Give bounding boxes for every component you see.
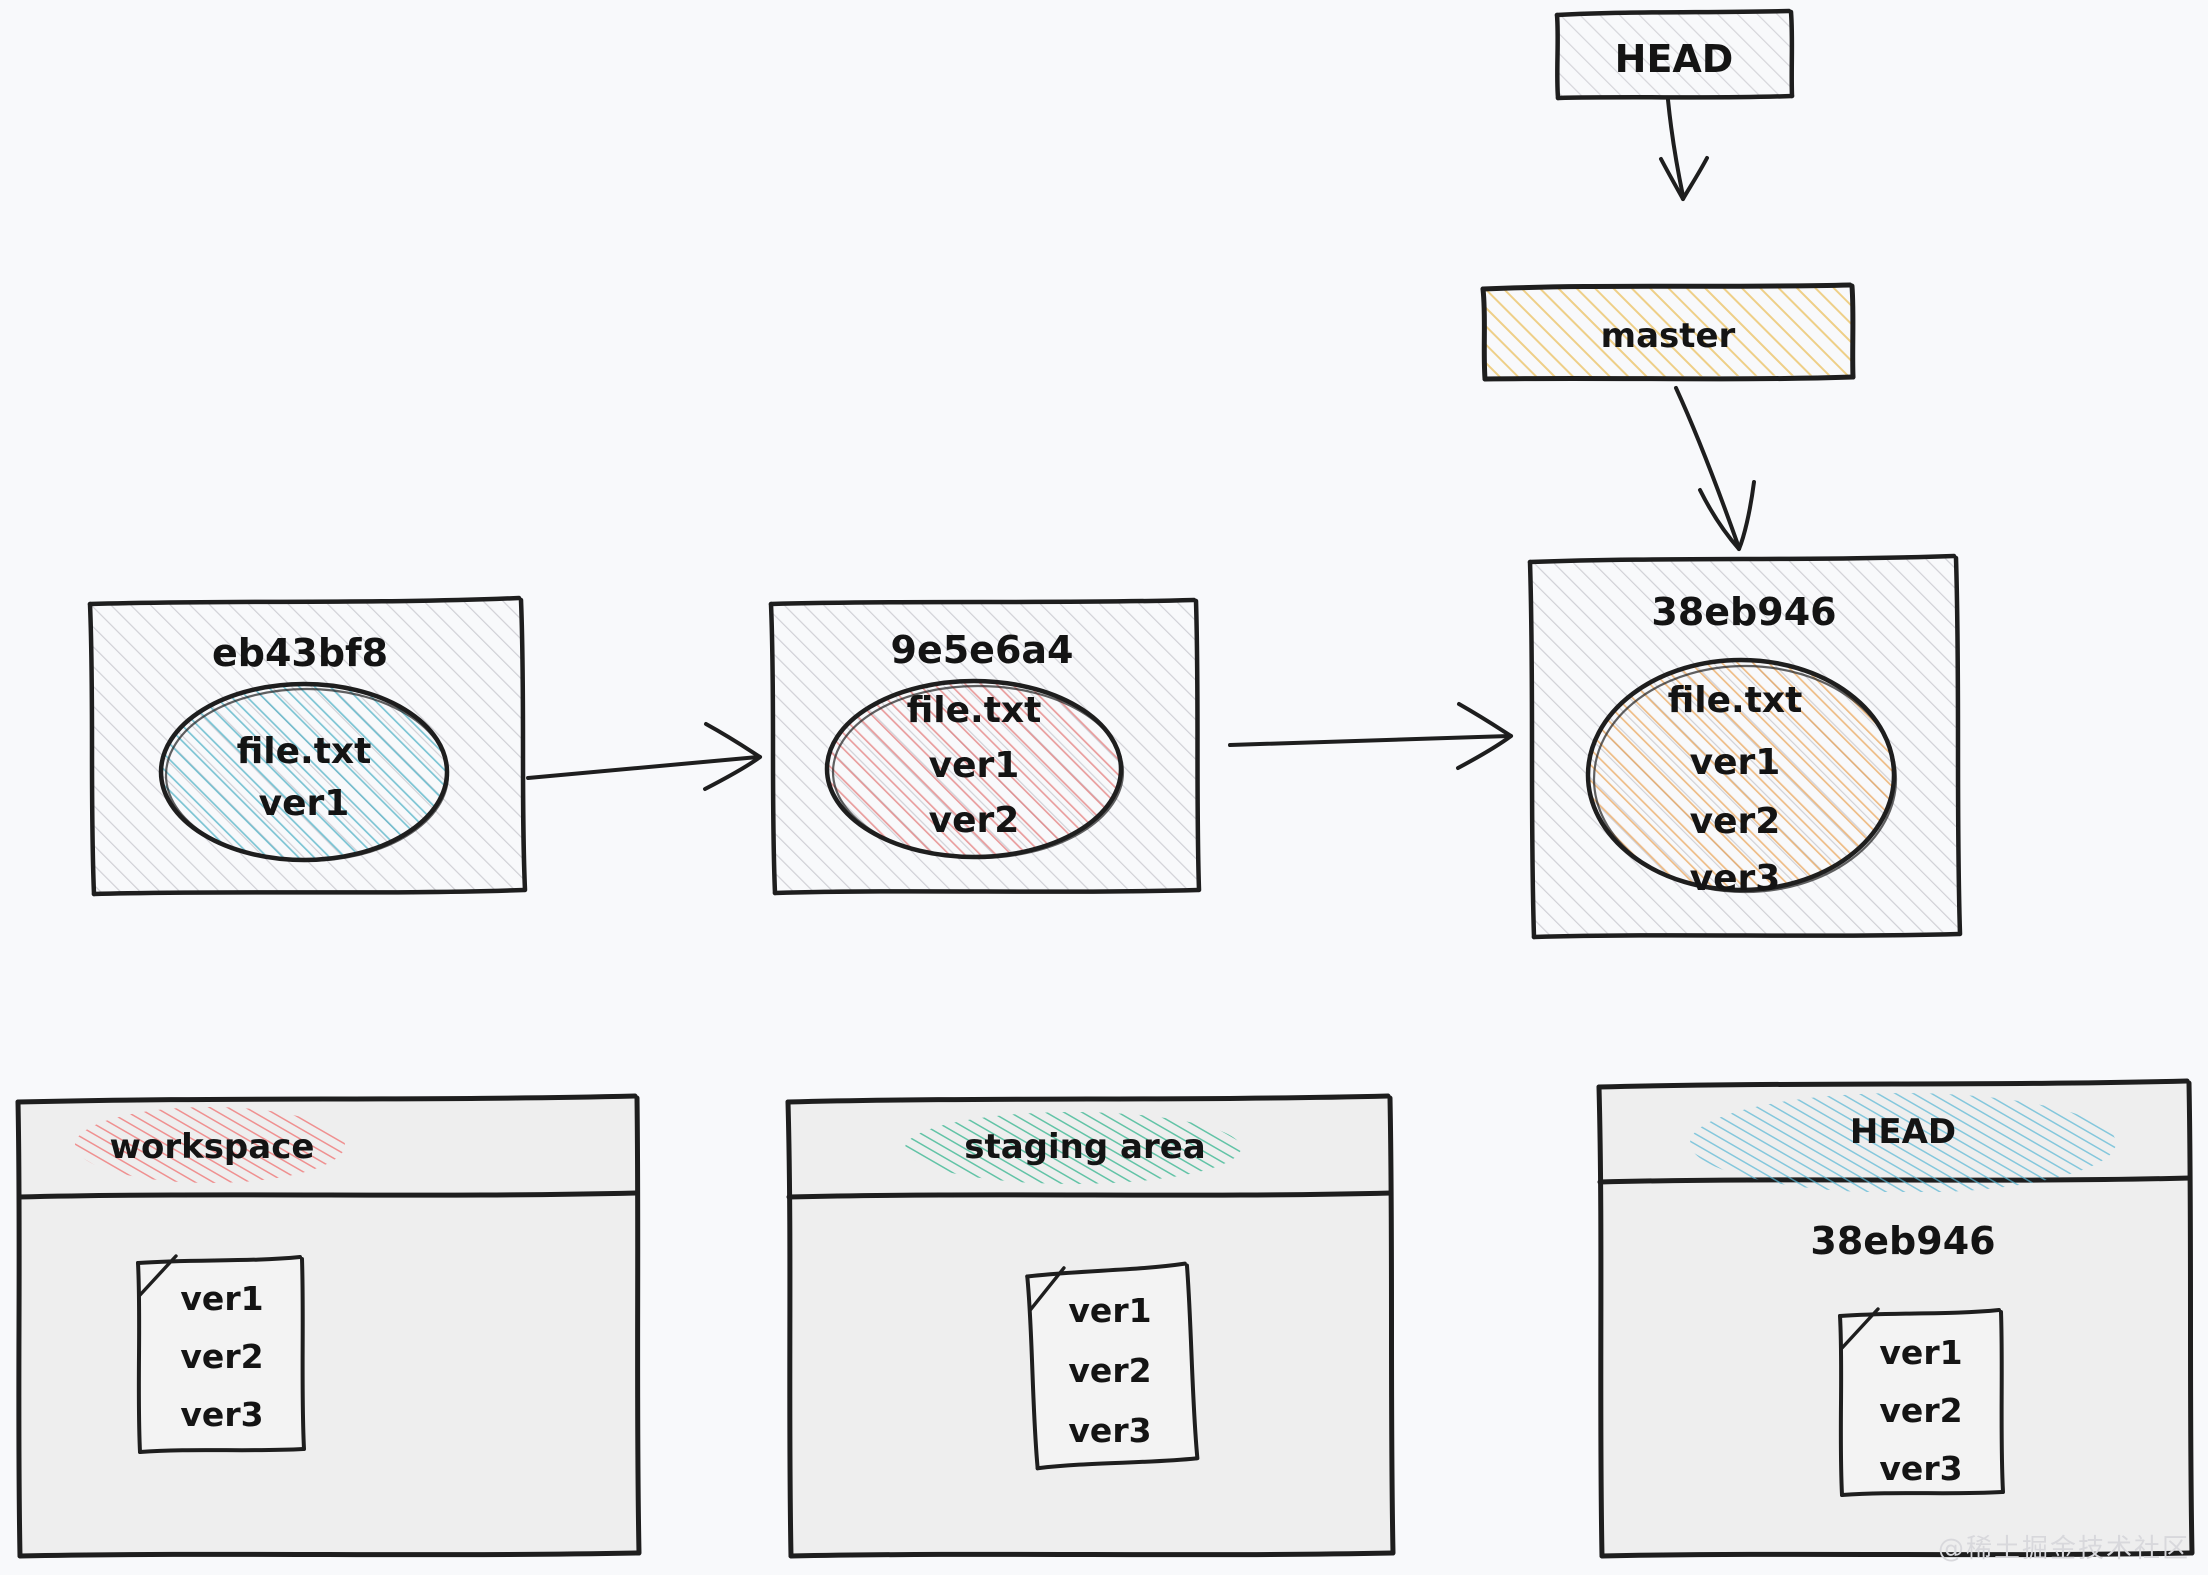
arrow-head-to-master	[1659, 98, 1709, 201]
commit-version-3-1: ver2	[1690, 801, 1781, 842]
arrow-master-to-commit3	[1674, 386, 1756, 551]
commit-node-2[interactable]: 9e5e6a4 file.txt ver1 ver2	[768, 597, 1202, 896]
panel-doc-line-0-1: ver2	[180, 1337, 263, 1376]
master-ref-box[interactable]: master	[1480, 282, 1856, 382]
commit-hash-3: 38eb946	[1651, 590, 1836, 634]
panel-doc-line-1-0: ver1	[1068, 1291, 1151, 1330]
commit-version-3-2: ver3	[1690, 858, 1781, 899]
panel-title-workspace: workspace	[110, 1127, 315, 1167]
head-ref-label: HEAD	[1615, 37, 1734, 81]
panel-doc-line-2-1: ver2	[1879, 1391, 1962, 1430]
arrow-commit1-to-commit2	[526, 722, 762, 791]
master-ref-label: master	[1601, 316, 1736, 356]
panel-doc-line-2-0: ver1	[1879, 1333, 1962, 1372]
head-ref-box[interactable]: HEAD	[1554, 8, 1795, 101]
panel-workspace[interactable]: workspace ver1 ver2 ver3	[15, 1093, 642, 1559]
commit-file-1: file.txt	[237, 731, 372, 772]
panel-staging-area[interactable]: staging area ver1 ver2 ver3	[785, 1093, 1396, 1559]
commit-version-2-0: ver1	[929, 745, 1020, 786]
commit-hash-2: 9e5e6a4	[891, 628, 1074, 672]
panel-doc-line-1-1: ver2	[1068, 1351, 1151, 1390]
commit-node-3[interactable]: 38eb946 file.txt ver1 ver2 ver3	[1527, 553, 1963, 940]
document-icon-head	[1838, 1307, 2005, 1497]
panel-doc-line-0-2: ver3	[180, 1395, 263, 1434]
commit-version-1-0: ver1	[259, 783, 350, 824]
panel-doc-line-0-0: ver1	[180, 1279, 263, 1318]
panel-subtitle-head-hash: 38eb946	[1810, 1219, 1995, 1263]
commit-node-1[interactable]: eb43bf8 file.txt ver1	[87, 595, 528, 897]
commit-file-3: file.txt	[1668, 680, 1803, 721]
arrow-commit2-to-commit3	[1228, 702, 1513, 770]
document-icon-staging-area	[1025, 1261, 1200, 1471]
panel-title-head: HEAD	[1850, 1112, 1956, 1152]
panel-head[interactable]: HEAD 38eb946 ver1 ver2 ver3	[1596, 1078, 2195, 1559]
document-icon-workspace	[136, 1254, 306, 1454]
panel-doc-line-1-2: ver3	[1068, 1411, 1151, 1450]
commit-version-3-0: ver1	[1690, 742, 1781, 783]
panel-title-staging-area: staging area	[964, 1127, 1206, 1167]
panel-doc-line-2-2: ver3	[1879, 1449, 1962, 1488]
commit-file-2: file.txt	[907, 690, 1042, 731]
watermark: @稀土掘金技术社区	[1937, 1534, 2190, 1564]
commit-version-2-1: ver2	[929, 800, 1020, 841]
commit-hash-1: eb43bf8	[212, 631, 388, 675]
